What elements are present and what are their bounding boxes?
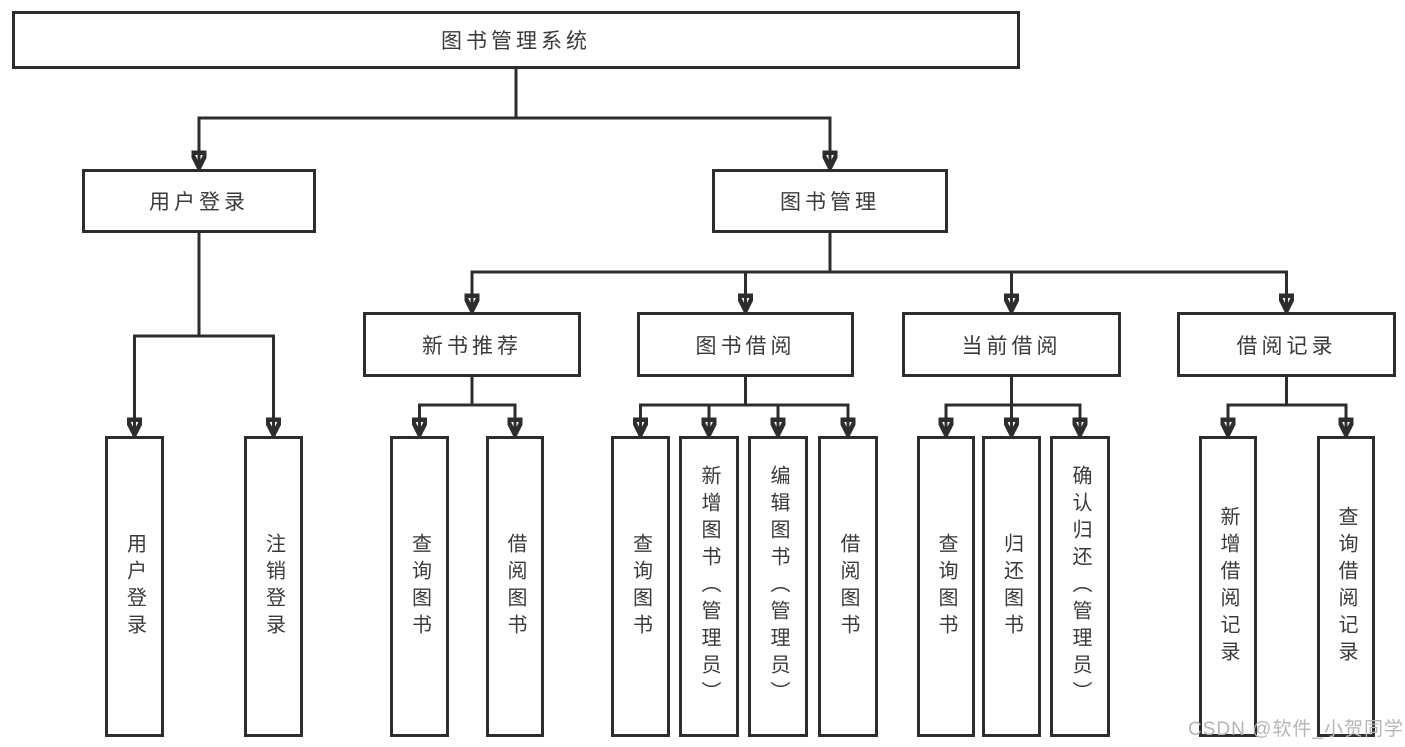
node-label: 确认归还（管理员） — [1069, 465, 1091, 708]
node-label: 新增图书（管理员） — [698, 465, 720, 708]
node-label: 借阅记录 — [1236, 334, 1337, 358]
leaf-query-books-current: 查询图书 — [917, 436, 975, 737]
leaf-confirm-return-admin: 确认归还（管理员） — [1050, 436, 1110, 737]
node-book-borrowing: 图书借阅 — [637, 312, 854, 377]
node-label: 查询图书 — [408, 532, 431, 641]
node-new-book-recommendation: 新书推荐 — [363, 312, 581, 377]
csdn-watermark: CSDN @软件_小贺同学 — [1188, 719, 1404, 740]
leaf-add-borrow-record: 新增借阅记录 — [1199, 436, 1257, 737]
leaf-query-borrow-record: 查询借阅记录 — [1317, 436, 1375, 737]
node-borrowing-records: 借阅记录 — [1177, 312, 1396, 377]
node-label: 图书管理 — [780, 191, 880, 214]
node-label: 归还图书 — [1000, 532, 1023, 641]
node-label: 新增借阅记录 — [1217, 505, 1239, 668]
node-current-borrowing: 当前借阅 — [902, 312, 1121, 377]
node-label: 用户登录 — [123, 532, 146, 641]
node-library-management-system: 图书管理系统 — [12, 11, 1020, 69]
node-label: 借阅图书 — [837, 532, 859, 641]
leaf-query-books-recommend: 查询图书 — [390, 436, 449, 737]
leaf-borrow-books: 借阅图书 — [818, 436, 878, 737]
node-label: 图书管理系统 — [441, 30, 591, 53]
leaf-logout: 注销登录 — [244, 436, 303, 737]
node-label: 借阅图书 — [504, 532, 526, 641]
node-label: 查询借阅记录 — [1335, 505, 1357, 668]
node-label: 注销登录 — [262, 532, 285, 641]
node-label: 当前借阅 — [961, 334, 1062, 358]
leaf-add-books-admin: 新增图书（管理员） — [679, 436, 739, 737]
node-label: 查询图书 — [629, 532, 652, 641]
node-label: 查询图书 — [935, 532, 957, 641]
leaf-return-books: 归还图书 — [982, 436, 1041, 737]
leaf-query-books-borrowing: 查询图书 — [611, 436, 670, 737]
node-label: 图书借阅 — [695, 334, 796, 358]
node-user-login-branch: 用户登录 — [82, 169, 316, 233]
node-label: 新书推荐 — [422, 334, 522, 358]
leaf-borrow-books-recommend: 借阅图书 — [486, 436, 544, 737]
leaf-edit-books-admin: 编辑图书（管理员） — [748, 436, 808, 737]
node-label: 用户登录 — [149, 191, 249, 214]
node-label: 编辑图书（管理员） — [767, 465, 789, 708]
leaf-user-login: 用户登录 — [105, 436, 164, 737]
node-book-management-branch: 图书管理 — [712, 169, 948, 233]
